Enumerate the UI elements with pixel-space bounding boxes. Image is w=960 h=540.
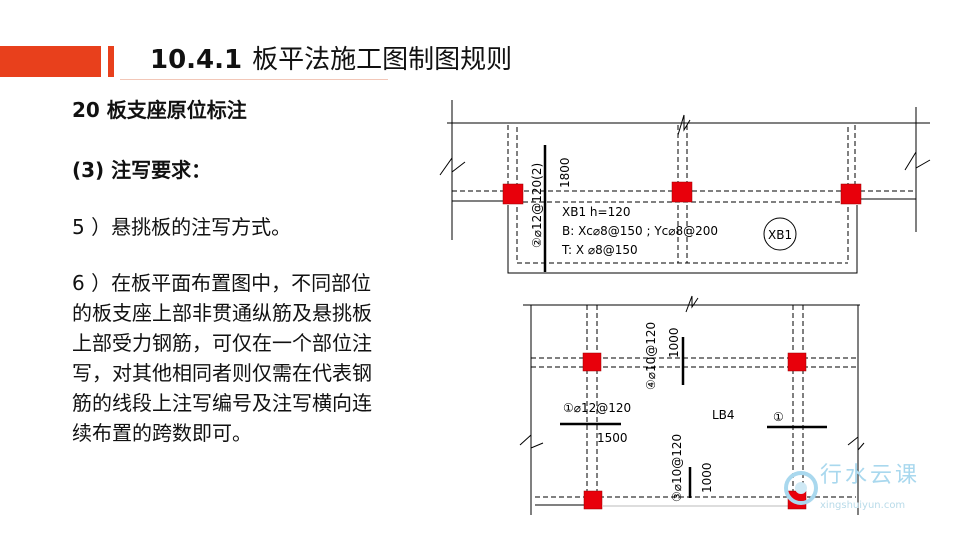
rebar3-length: 1000 [700,462,714,493]
column-square [840,183,862,205]
header-accent-bar [0,46,101,77]
slab-label: LB4 [712,408,735,422]
slide-title: 10.4.1 板平法施工图制图规则 [150,44,512,76]
rebar1-length: 1500 [597,431,628,445]
column-square [583,490,603,510]
item-5: 5 ）悬挑板的注写方式。 [72,215,292,239]
xb1-line3: T: X ⌀8@150 [561,243,638,257]
watermark-name: 行水云课 [820,463,921,488]
watermark-logo-icon [784,471,818,505]
item-6: 6 ）在板平面布置图中，不同部位的板支座上部非贯通纵筋及悬挑板上部受力钢筋，可仅… [72,271,372,445]
xb1-line1: XB1 h=120 [562,205,630,219]
section-heading: 20 板支座原位标注 [72,95,247,125]
xb1-line2: B: Xc⌀8@150 ; Yc⌀8@200 [562,224,718,238]
subsection-number: (3) [72,158,105,182]
section-number: 2 [72,98,86,122]
header-accent-stripe [108,46,114,77]
column-square [582,352,602,372]
title-underline [120,79,388,80]
column-square [502,183,524,205]
lb4-slab-drawing [519,295,865,515]
top-rebar-label: ②⌀12@120(2) [530,163,544,248]
watermark-url: xingshuiyun.com [820,500,906,511]
cantilever-columns [502,181,862,205]
rebar1-ref: ① [773,410,784,424]
title-number: 10.4.1 [150,45,243,75]
subsection-title: 注写要求： [104,158,212,182]
section-title: 0 板支座原位标注 [85,98,247,122]
rebar1-label: ①⌀12@120 [563,401,631,415]
column-square [787,352,807,372]
column-square [671,181,693,203]
rebar3-label: ③⌀10@120 [670,434,684,502]
rebar4-length: 1000 [667,327,681,358]
subsection-heading: (3) 注写要求： [72,155,211,185]
title-text: 板平法施工图制图规则 [252,45,513,75]
lb4-columns [582,352,807,510]
rebar4-label: ④⌀10@120 [644,322,658,390]
xb1-tag: XB1 [768,228,792,242]
top-rebar-length: 1800 [558,157,572,188]
